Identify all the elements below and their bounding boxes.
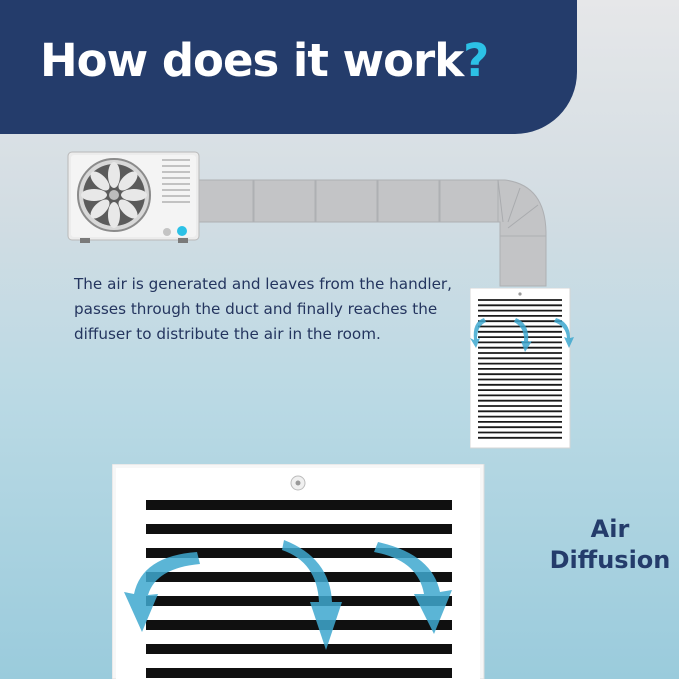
air-diffusion-label: Air Diffusion bbox=[540, 514, 679, 576]
title-banner bbox=[0, 0, 577, 134]
description-text: The air is generated and leaves from the… bbox=[74, 275, 453, 343]
airflow-arrows bbox=[124, 540, 452, 650]
page-title: How does it work? bbox=[40, 34, 489, 87]
label-line-2: Diffusion bbox=[549, 546, 671, 574]
small-diffuser-illustration bbox=[470, 288, 574, 449]
title-text: How does it work bbox=[40, 34, 464, 87]
duct bbox=[194, 179, 547, 287]
air-handler-unit bbox=[67, 151, 200, 243]
large-diffuser-illustration bbox=[112, 464, 485, 679]
question-mark: ? bbox=[463, 34, 489, 87]
label-line-1: Air bbox=[590, 515, 630, 543]
